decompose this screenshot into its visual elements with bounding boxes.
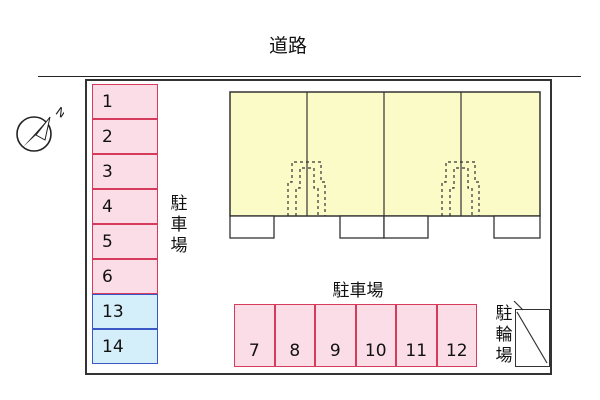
parking-stall: 3 (92, 154, 158, 189)
parking-label-vertical: 駐 車 場 (170, 194, 188, 256)
apartment-building (229, 91, 541, 239)
parking-stall: 14 (92, 329, 158, 364)
parking-stall: 1 (92, 84, 158, 119)
parking-stall: 7 (234, 304, 275, 367)
bike-leader-line (513, 300, 524, 311)
bike-parking-label: 駐 輪 場 (495, 304, 513, 366)
bike-parking-area (515, 309, 550, 367)
parking-stall: 2 (92, 119, 158, 154)
parking-stall: 8 (274, 304, 315, 367)
parking-stall: 11 (396, 304, 437, 367)
parking-stall: 13 (92, 294, 158, 329)
bike-area-diagonal-icon (516, 311, 548, 364)
parking-label-horizontal: 駐車場 (332, 281, 384, 301)
road-line (38, 76, 581, 77)
road-label: 道路 (268, 35, 307, 57)
north-compass-icon: N (16, 104, 64, 152)
parking-stall: 9 (315, 304, 356, 367)
parking-stall: 5 (92, 224, 158, 259)
parking-stall: 4 (92, 189, 158, 224)
north-label: N (53, 104, 64, 121)
parking-stall: 10 (355, 304, 396, 367)
parking-stall: 6 (92, 259, 158, 294)
parking-stall: 12 (436, 304, 477, 367)
